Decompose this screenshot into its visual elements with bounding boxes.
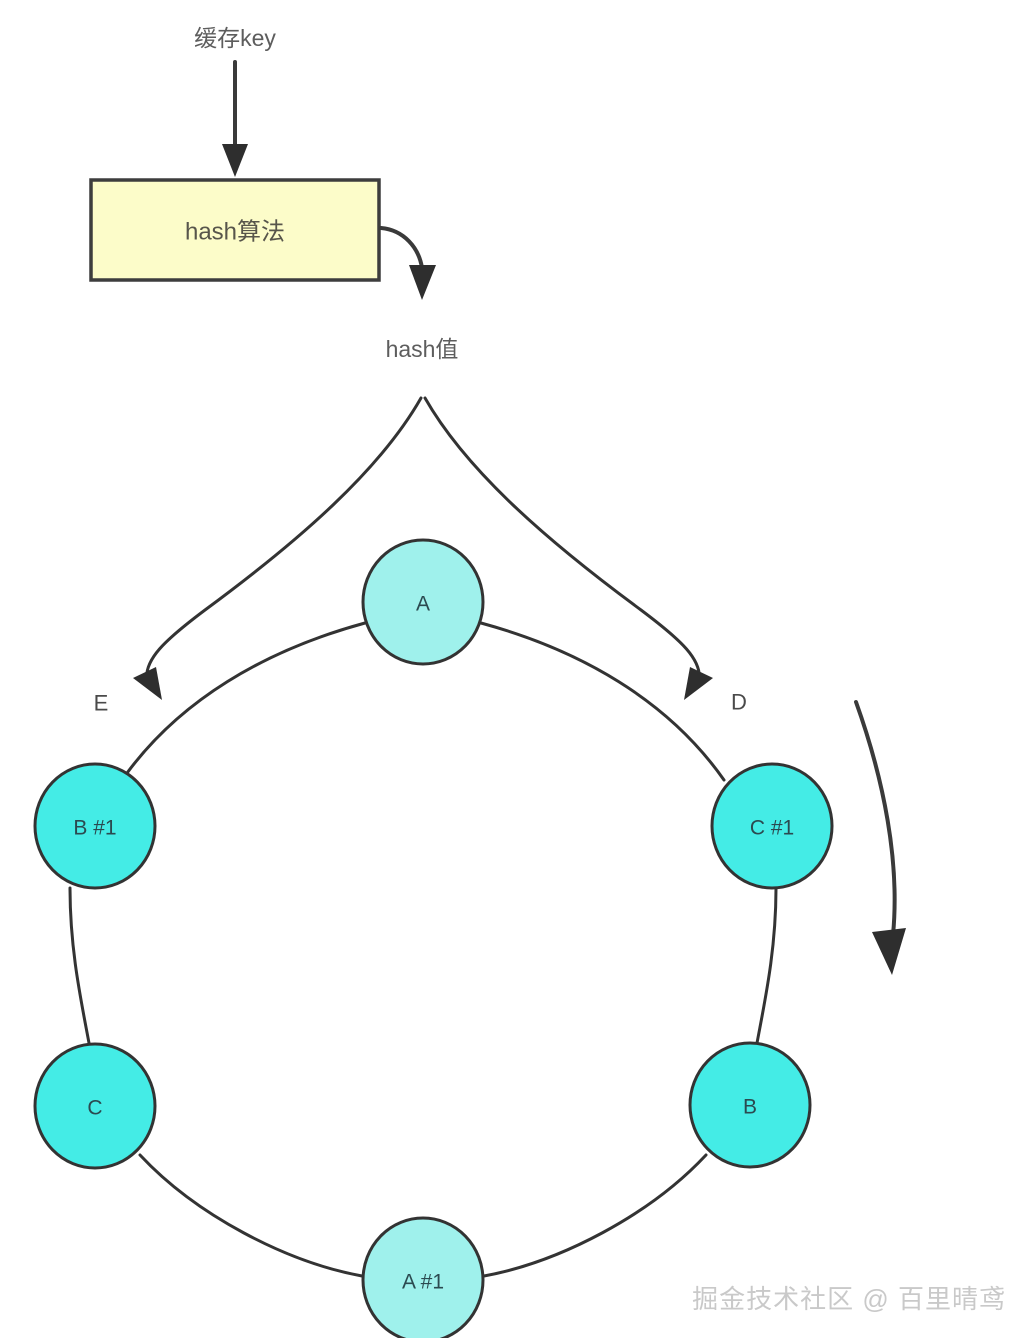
hashvalue-to-e-arrowhead xyxy=(133,667,162,700)
node-b-label: B xyxy=(743,1096,757,1119)
arc-b1-to-a xyxy=(120,621,367,782)
ring-node-b1[interactable]: B #1 xyxy=(33,762,157,890)
ring-node-a[interactable]: A xyxy=(361,538,485,666)
clockwise-arrowhead xyxy=(872,928,906,975)
ring-node-c1[interactable]: C #1 xyxy=(710,762,834,890)
hashvalue-to-d-curve xyxy=(423,396,701,684)
ring-node-a1[interactable]: A #1 xyxy=(361,1216,485,1338)
node-c-shape xyxy=(33,1042,157,1170)
ring-node-c[interactable]: C xyxy=(33,1042,157,1170)
marker-d-label: D xyxy=(731,690,747,715)
hashvalue-to-d-arrowhead xyxy=(684,667,713,700)
ring-node-b[interactable]: B xyxy=(688,1041,812,1169)
arc-a-to-c1 xyxy=(479,621,726,782)
watermark: 掘金技术社区 @ 百里晴鸢 xyxy=(692,1284,1006,1314)
hashvalue-to-e-curve xyxy=(145,396,423,684)
key-to-hashbox-arrowhead xyxy=(222,144,248,177)
clockwise-arrow-line xyxy=(854,700,897,937)
node-b-shape xyxy=(688,1041,812,1169)
hash-ring-arcs xyxy=(68,621,778,1278)
arc-c1-to-b xyxy=(755,886,778,1045)
hashbox-to-hashvalue-arrowhead xyxy=(409,265,436,300)
hash-flow-group xyxy=(89,60,436,300)
hashbox-to-hashvalue-arrow-line xyxy=(379,226,424,270)
node-c1-label: C #1 xyxy=(750,817,794,840)
node-c-label: C xyxy=(87,1097,102,1120)
hash-algorithm-box xyxy=(89,178,381,282)
node-b1-label: B #1 xyxy=(73,817,116,840)
arc-b-to-a1 xyxy=(482,1153,708,1278)
node-a1-label: A #1 xyxy=(402,1271,444,1294)
hash-algorithm-label: hash算法 xyxy=(185,219,285,246)
arc-c-to-b1 xyxy=(68,886,91,1045)
node-a-shape xyxy=(361,538,485,666)
node-a1-shape xyxy=(361,1216,485,1338)
arc-a1-to-c xyxy=(138,1153,364,1278)
marker-e-label: E xyxy=(94,691,109,716)
node-c1-shape xyxy=(710,762,834,890)
hash-value-label: hash值 xyxy=(386,336,459,362)
node-a-label: A xyxy=(416,593,430,616)
node-b1-shape xyxy=(33,762,157,890)
ring-nodes-group: A C #1 B A #1 C B #1 xyxy=(33,538,834,1338)
hashvalue-fanout-group xyxy=(133,396,713,700)
clockwise-direction-arrow xyxy=(854,700,906,975)
cache-key-label: 缓存key xyxy=(194,25,276,51)
